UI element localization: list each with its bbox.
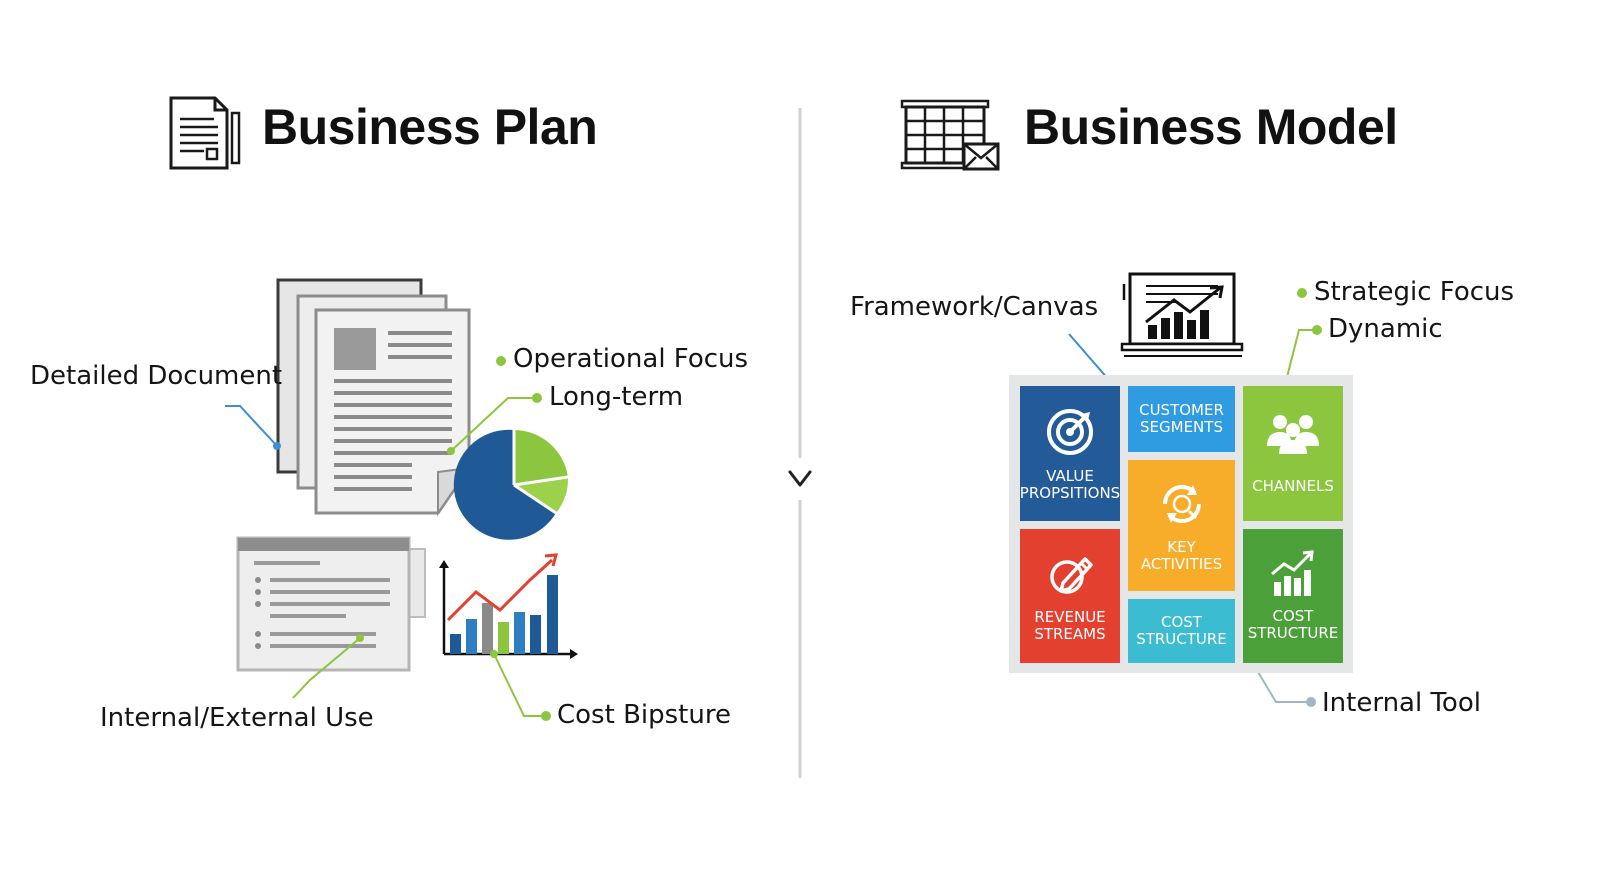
revenue-streams-label: REVENUE STREAMS — [1034, 608, 1106, 643]
cost-structure-right-label: COST STRUCTURE — [1247, 607, 1339, 642]
canvas-block-revenue-streams: REVENUE STREAMS — [1020, 529, 1120, 663]
label-internal-external-use: Internal/External Use — [100, 703, 374, 733]
channels-label: CHANNELS — [1252, 477, 1334, 495]
growth-chart-icon — [1271, 550, 1314, 596]
label-strategic-focus: Strategic Focus — [1314, 277, 1515, 307]
label-long-term: Long-term — [549, 382, 684, 412]
label-framework-canvas: Framework/Canvas — [850, 292, 1099, 322]
canvas-block-cost-structure-right: COST STRUCTURE — [1243, 529, 1343, 663]
document-icon — [169, 96, 241, 170]
value-propositions-label: VALUE PROPSITIONS — [1019, 466, 1121, 502]
label-operational-focus: Operational Focus — [513, 344, 749, 374]
label-internal-tool: Internal Tool — [1322, 688, 1481, 718]
business-model-title: Business Model — [1024, 99, 1398, 155]
pie-chart-illustration — [453, 429, 569, 540]
center-divider — [788, 108, 812, 778]
target-icon — [1047, 408, 1093, 455]
canvas-grid-icon — [900, 99, 1000, 171]
canvas-block-channels: CHANNELS — [1243, 386, 1343, 521]
cycle-icon — [1162, 484, 1201, 523]
canvas-block-customer-segments: CUSTOMER SEGMENTS — [1128, 386, 1235, 452]
canvas-block-value-propositions: VALUE PROPSITIONS — [1020, 386, 1120, 521]
left-label-bullets — [496, 356, 551, 721]
right-label-bullets — [1297, 288, 1322, 707]
bar-chart-illustration — [439, 553, 578, 659]
people-icon — [1267, 415, 1319, 454]
key-activities-label: KEY ACTIVITIES — [1140, 537, 1223, 573]
document-stack-illustration — [276, 278, 472, 517]
left-callout-connectors — [225, 397, 542, 717]
list-document-illustration — [236, 536, 426, 672]
cost-structure-middle-label: COST STRUCTURE — [1136, 613, 1227, 648]
customer-segments-label: CUSTOMER SEGMENTS — [1139, 401, 1224, 436]
label-dynamic: Dynamic — [1328, 314, 1443, 344]
label-cost: Cost Bipsture — [557, 700, 731, 730]
label-detailed-document: Detailed Document — [30, 361, 283, 391]
business-plan-title: Business Plan — [262, 99, 598, 155]
canvas-block-cost-structure-middle: COST STRUCTURE — [1128, 599, 1235, 663]
canvas-block-key-activities: KEY ACTIVITIES — [1128, 460, 1235, 591]
chevron-down-icon — [788, 470, 812, 487]
pen-icon — [1050, 557, 1093, 594]
presentation-chart-icon — [1120, 272, 1244, 357]
